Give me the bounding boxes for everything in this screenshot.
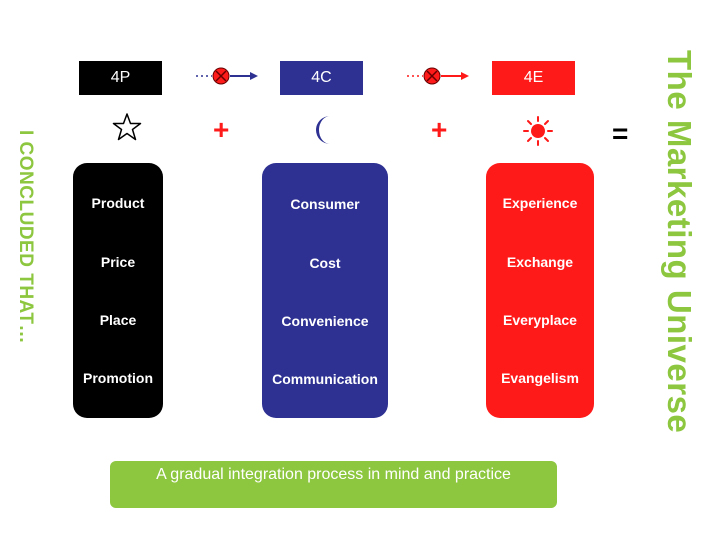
plus-sign: + xyxy=(431,114,448,145)
item-evangelism: Evangelism xyxy=(501,370,579,386)
integration-banner-text: A gradual integration process in mind an… xyxy=(156,466,511,483)
right-vertical-title: The Marketing Universe xyxy=(661,50,698,434)
header-4c: 4C xyxy=(280,61,363,95)
item-price: Price xyxy=(100,254,136,270)
star-icon xyxy=(112,113,142,141)
item-experience: Experience xyxy=(502,195,578,211)
sun-icon xyxy=(523,116,553,146)
column-4p: Product Price Place Promotion xyxy=(73,163,163,418)
header-4e: 4E xyxy=(492,61,575,95)
item-product: Product xyxy=(91,195,145,211)
item-promotion: Promotion xyxy=(83,370,153,386)
item-consumer: Consumer xyxy=(290,196,360,212)
item-everyplace: Everyplace xyxy=(503,312,577,328)
item-exchange: Exchange xyxy=(506,254,574,270)
crescent-moon-icon xyxy=(316,116,330,144)
column-4e: Experience Exchange Everyplace Evangelis… xyxy=(486,163,594,418)
item-place: Place xyxy=(99,312,137,328)
item-convenience: Convenience xyxy=(281,313,369,329)
item-communication: Communication xyxy=(272,371,378,387)
blocked-arrow-icon xyxy=(196,67,258,85)
item-cost: Cost xyxy=(309,255,341,271)
equals-sign: = xyxy=(612,118,629,149)
left-vertical-title: I CONCLUDED THAT… xyxy=(15,130,36,344)
header-4p: 4P xyxy=(79,61,162,95)
plus-sign: + xyxy=(213,114,230,145)
blocked-arrow-icon xyxy=(407,67,469,85)
column-4c: Consumer Cost Convenience Communication xyxy=(262,163,388,418)
integration-banner: A gradual integration process in mind an… xyxy=(110,461,557,508)
